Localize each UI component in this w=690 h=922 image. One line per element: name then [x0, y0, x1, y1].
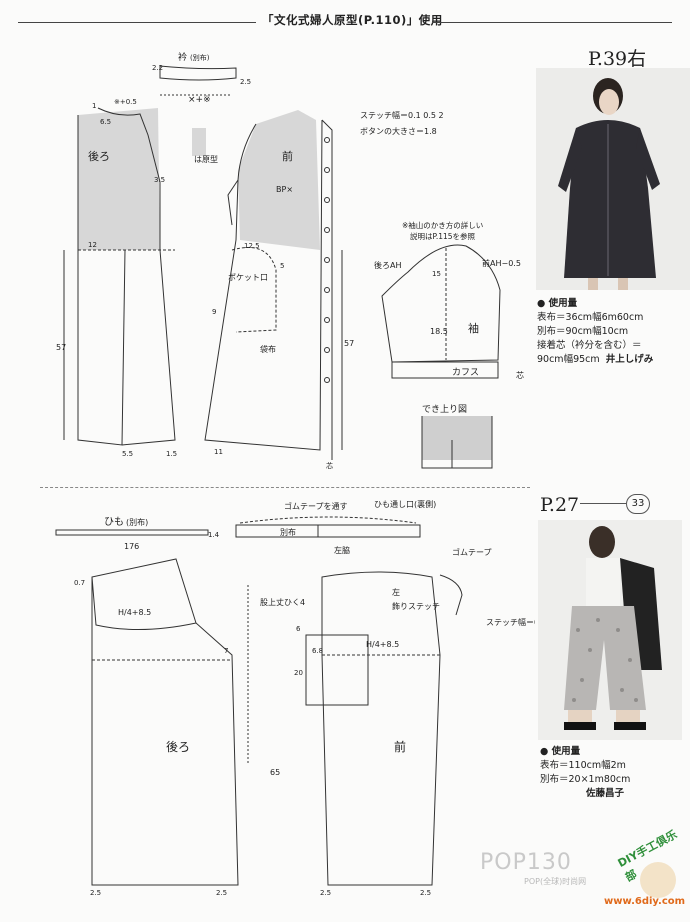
page-ref-bottom: P.27	[540, 494, 580, 516]
lbl-5-5: 5.5	[122, 450, 133, 458]
usage-top-author: 井上しげみ	[605, 354, 654, 365]
usage-top-line-1: 表布＝36cm幅6m60cm	[537, 312, 644, 323]
lbl-6-5: 6.5	[100, 118, 111, 126]
lbl-12-5: 12.5	[244, 242, 260, 250]
page-header: 「文化式婦人原型(P.110)」使用	[0, 8, 690, 38]
header-rule-left	[18, 22, 256, 23]
lbl-collar-sub: (別布)	[190, 53, 210, 62]
lbl-2-5: 2.5	[240, 78, 251, 86]
lbl-7: 7	[224, 647, 228, 655]
lbl-pocket-cloth: 袋布	[260, 344, 276, 354]
usage-bottom-title: ● 使用量	[540, 746, 581, 757]
lbl-cuff: カフス	[452, 367, 479, 378]
lbl-bp: BP×	[276, 185, 293, 194]
lbl-core-2: 芯	[326, 461, 333, 470]
lbl-button: ボタンの大きさ＝1.8	[360, 126, 437, 136]
usage-bottom-line-1: 表布＝110cm幅2m	[540, 760, 626, 771]
lbl-3-5: 3.5	[154, 176, 165, 184]
pants-pattern-diagram: ひも (別布) 176 1.4 ゴムテープを通す ひも通し口(裏側) 別布 左脇…	[55, 499, 535, 897]
lbl-h-back: H/4+8.5	[118, 608, 151, 617]
lbl-1-5: 1.5	[166, 450, 177, 458]
lbl-6-8: 6.8	[312, 647, 323, 655]
header-rule-right	[432, 22, 672, 23]
usage-top-line-3: 接着芯（衿分を含む）＝	[537, 340, 642, 351]
lbl-ushiro: 後ろ	[166, 740, 190, 754]
lbl-gomu-t: ゴムテープ	[452, 547, 492, 557]
lbl-5: 5	[280, 262, 284, 270]
lbl-1: 1	[92, 102, 96, 110]
lbl-stitch: ステッチ幅＝0.1 0.5 2	[360, 110, 444, 120]
lbl-2-5-b: 2.5	[90, 889, 101, 897]
lbl-9: 9	[212, 308, 216, 316]
lbl-mae: 前	[394, 739, 406, 754]
lbl-pocket: ポケット口	[228, 273, 268, 282]
watermark-site: www.6diy.com	[604, 896, 686, 907]
lbl-hidari: 左	[392, 587, 400, 597]
lbl-front: 前	[282, 149, 293, 163]
page-number-badge: 33	[626, 494, 650, 514]
lbl-collar: 衿	[178, 51, 187, 63]
watermark-logo-icon	[640, 862, 676, 898]
lbl-0-7: 0.7	[74, 579, 85, 587]
usage-top: ● 使用量 表布＝36cm幅6m60cm 別布＝90cm幅10cm 接着芯（衿分…	[537, 297, 653, 367]
lbl-back: 後ろ	[88, 149, 110, 163]
lbl-65: 65	[270, 768, 280, 777]
lbl-front-ah: 前AH−0.5	[482, 258, 521, 268]
lbl-gomu: ゴムテープを通す	[284, 501, 348, 511]
lbl-57-back: 57	[56, 343, 66, 352]
usage-top-line-4: 90cm幅95cm	[537, 354, 600, 365]
lbl-2-5-e: 2.5	[420, 889, 431, 897]
lbl-proto: は原型	[194, 155, 218, 164]
lbl-15: 15	[432, 270, 441, 278]
usage-top-title: ● 使用量	[537, 298, 578, 309]
lbl-2-5-d: 2.5	[320, 889, 331, 897]
lbl-sleeve-note1: ※袖山のかき方の詳しい	[402, 220, 483, 230]
lbl-6: 6	[296, 625, 301, 633]
lbl-2-2: 2.2	[152, 64, 163, 72]
lbl-176: 176	[124, 542, 139, 551]
lbl-finished: でき上り図	[422, 404, 467, 415]
lbl-57-front: 57	[344, 339, 354, 348]
lbl-stitch2: ステッチ幅＝0.1 0.6 3.5	[486, 617, 535, 627]
lbl-core: 芯	[516, 370, 524, 380]
lbl-20: 20	[294, 669, 303, 677]
lbl-11: 11	[214, 448, 223, 456]
section-divider	[40, 487, 530, 488]
page-ref-rule	[580, 503, 626, 504]
lbl-himo-sub: (別布)	[126, 517, 148, 527]
usage-bottom-line-2: 別布＝20×1m80cm	[540, 774, 631, 785]
header-title: 「文化式婦人原型(P.110)」使用	[262, 13, 443, 27]
usage-bottom-author: 佐藤昌子	[586, 788, 625, 799]
lbl-18-5: 18.5	[430, 327, 448, 336]
model-photo-pants	[538, 520, 682, 740]
lbl-2-5-c: 2.5	[216, 889, 227, 897]
lbl-himo: ひも	[104, 516, 124, 528]
lbl-sleeve: 袖	[468, 321, 479, 335]
watermark-sub: POP(全球)时尚网	[524, 877, 587, 886]
page-ref-top: P.39右	[588, 48, 647, 70]
model-photo-dress	[536, 68, 690, 290]
lbl-kazari: 飾りステッチ	[392, 601, 440, 611]
dress-pattern-diagram: 衿 (別布) ×+※ 2.2 2.5 ※+0.5 1 6.5 後ろ 3.5 12…	[56, 51, 524, 470]
lbl-sleeve-note2: 説明はP.115を参照	[410, 231, 476, 241]
lbl-waki: 左脇	[334, 545, 350, 555]
lbl-back-ah: 後ろAH	[374, 260, 402, 270]
lbl-hara: 股上丈ひく4	[260, 597, 305, 607]
usage-bottom: ● 使用量 表布＝110cm幅2m 別布＝20×1m80cm 佐藤昌子	[540, 745, 630, 801]
lbl-1-4: 1.4	[208, 531, 220, 539]
lbl-betsu: 別布	[280, 527, 296, 537]
lbl-h-front: H/4+8.5	[366, 640, 399, 649]
watermark-brand: POP130	[480, 850, 572, 875]
lbl-himo-kuchi: ひも通し口(裏側)	[374, 499, 436, 509]
usage-top-line-2: 別布＝90cm幅10cm	[537, 326, 629, 337]
lbl-plus05: ※+0.5	[114, 98, 137, 106]
lbl-12: 12	[88, 241, 97, 249]
lbl-collar-m: ×+※	[188, 95, 211, 105]
